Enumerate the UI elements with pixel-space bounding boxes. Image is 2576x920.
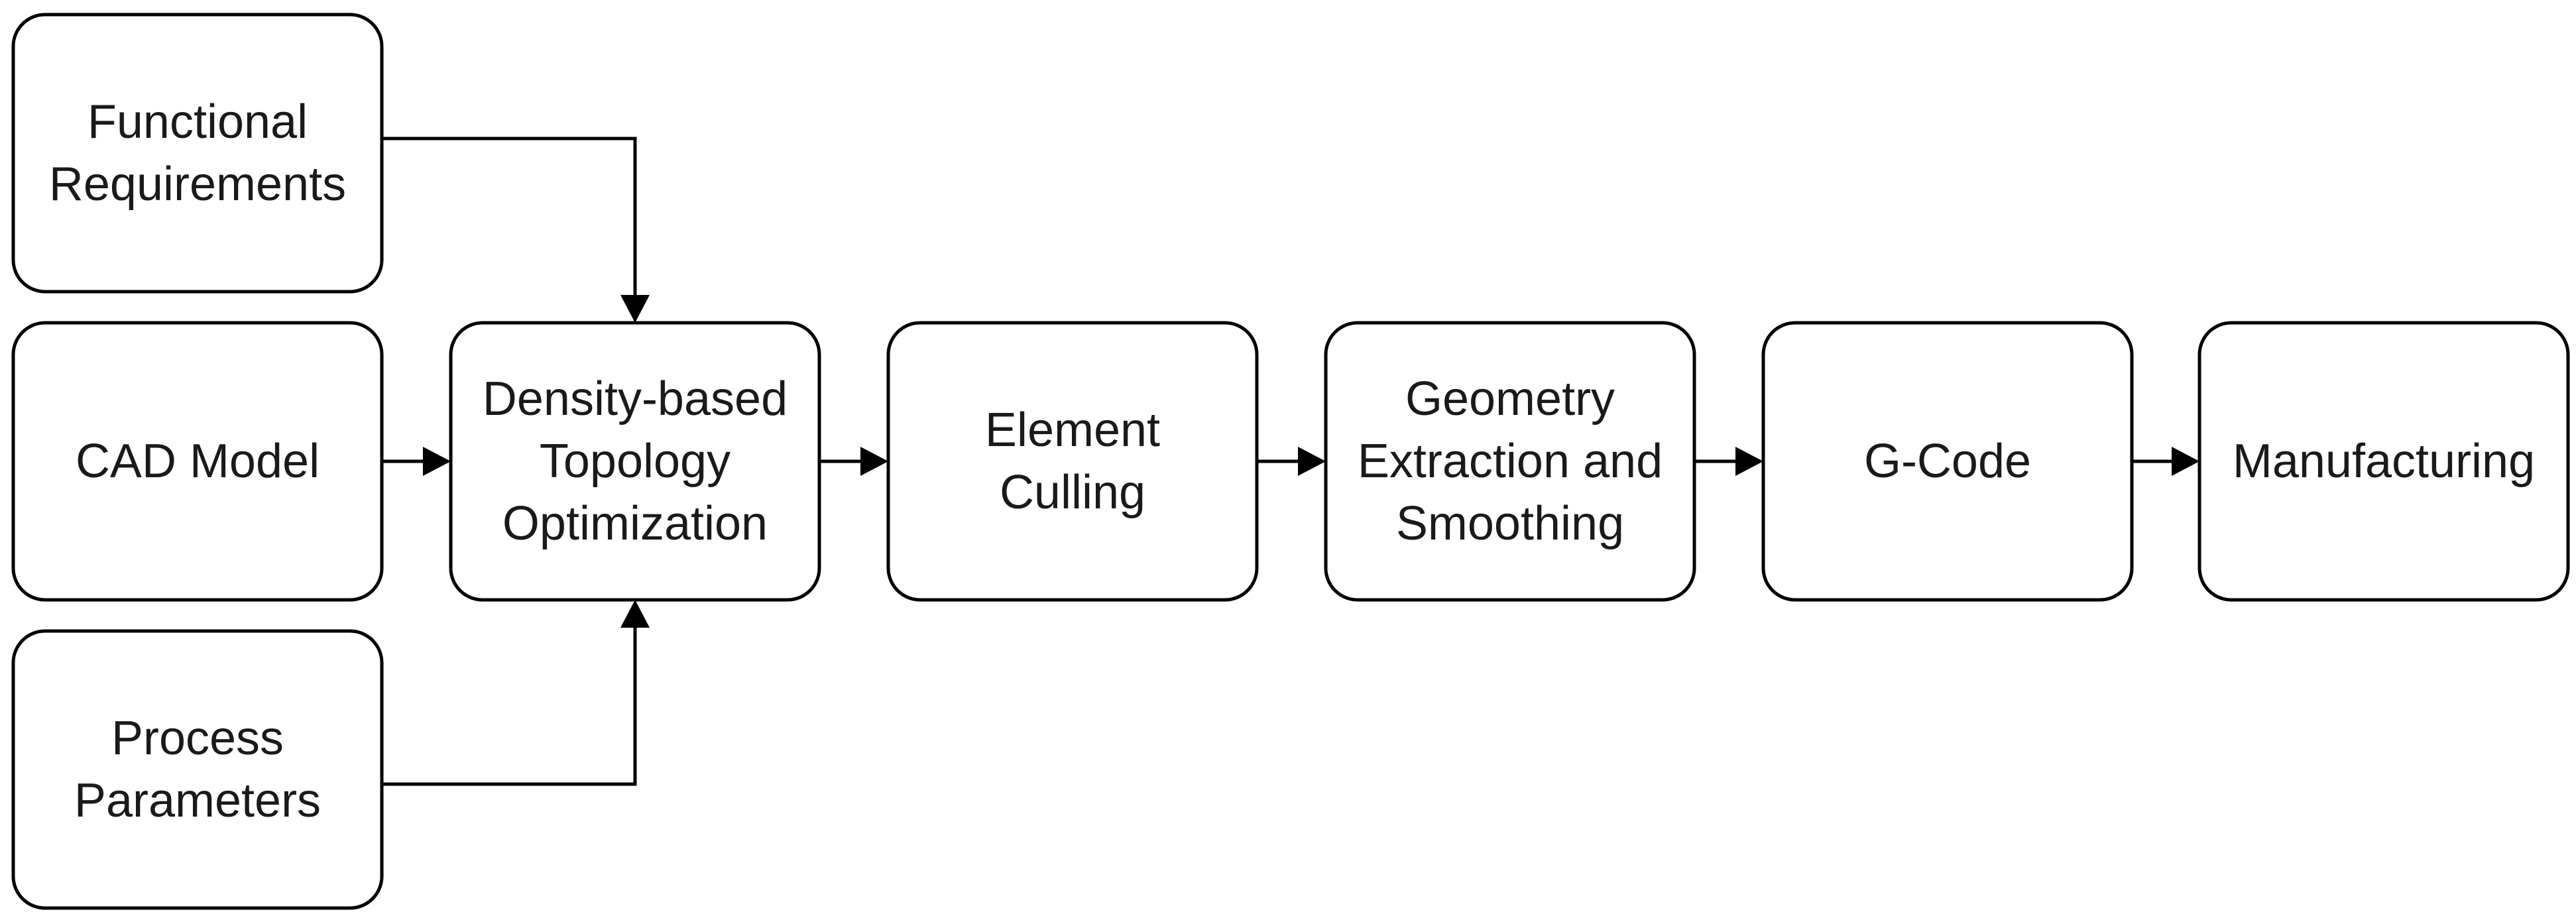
arrowhead bbox=[1735, 447, 1763, 476]
node-box bbox=[449, 321, 821, 602]
edge-line bbox=[382, 628, 637, 786]
node-label: Process bbox=[111, 712, 284, 765]
node-label: Optimization bbox=[502, 497, 768, 550]
node-label: CAD Model bbox=[76, 435, 320, 488]
arrowhead bbox=[620, 295, 650, 323]
node-g-code: G-Code bbox=[1761, 321, 2134, 602]
arrowhead bbox=[860, 447, 888, 476]
node-box bbox=[11, 13, 384, 294]
edge-density-based-topology-optimization-to-element-culling bbox=[819, 447, 888, 476]
edge-process-parameters-to-density-based-topology-optimization bbox=[382, 600, 650, 786]
node-manufacturing: Manufacturing bbox=[2197, 321, 2570, 602]
edge-line bbox=[382, 137, 637, 295]
node-label: Density-based bbox=[483, 373, 788, 426]
arrowhead bbox=[1298, 447, 1326, 476]
node-label: Topology bbox=[540, 435, 731, 488]
edge-functional-requirements-to-density-based-topology-optimization bbox=[382, 137, 650, 323]
edge-element-culling-to-geometry-extraction-and-smoothing bbox=[1257, 447, 1326, 476]
node-box bbox=[2197, 321, 2570, 602]
node-label: Requirements bbox=[49, 158, 346, 211]
node-label: Parameters bbox=[74, 774, 321, 827]
arrowhead bbox=[620, 600, 650, 628]
node-box bbox=[11, 321, 384, 602]
node-label: Element bbox=[985, 404, 1160, 457]
node-box bbox=[1761, 321, 2134, 602]
arrowhead bbox=[2172, 447, 2199, 476]
node-box bbox=[1324, 321, 1696, 602]
node-label: Smoothing bbox=[1396, 497, 1624, 550]
arrowhead bbox=[423, 447, 451, 476]
node-label: G-Code bbox=[1864, 435, 2031, 488]
node-box bbox=[886, 321, 1259, 602]
edges-layer bbox=[382, 137, 2199, 786]
node-label: Functional bbox=[88, 95, 308, 148]
node-label: Culling bbox=[1000, 466, 1145, 519]
node-box bbox=[11, 629, 384, 910]
node-cad-model: CAD Model bbox=[11, 321, 384, 602]
node-label: Extraction and bbox=[1358, 435, 1663, 488]
edge-cad-model-to-density-based-topology-optimization bbox=[382, 447, 451, 476]
edge-g-code-to-manufacturing bbox=[2132, 447, 2199, 476]
edge-geometry-extraction-and-smoothing-to-g-code bbox=[1694, 447, 1763, 476]
node-label: Manufacturing bbox=[2233, 435, 2535, 488]
node-label: Geometry bbox=[1405, 373, 1615, 426]
